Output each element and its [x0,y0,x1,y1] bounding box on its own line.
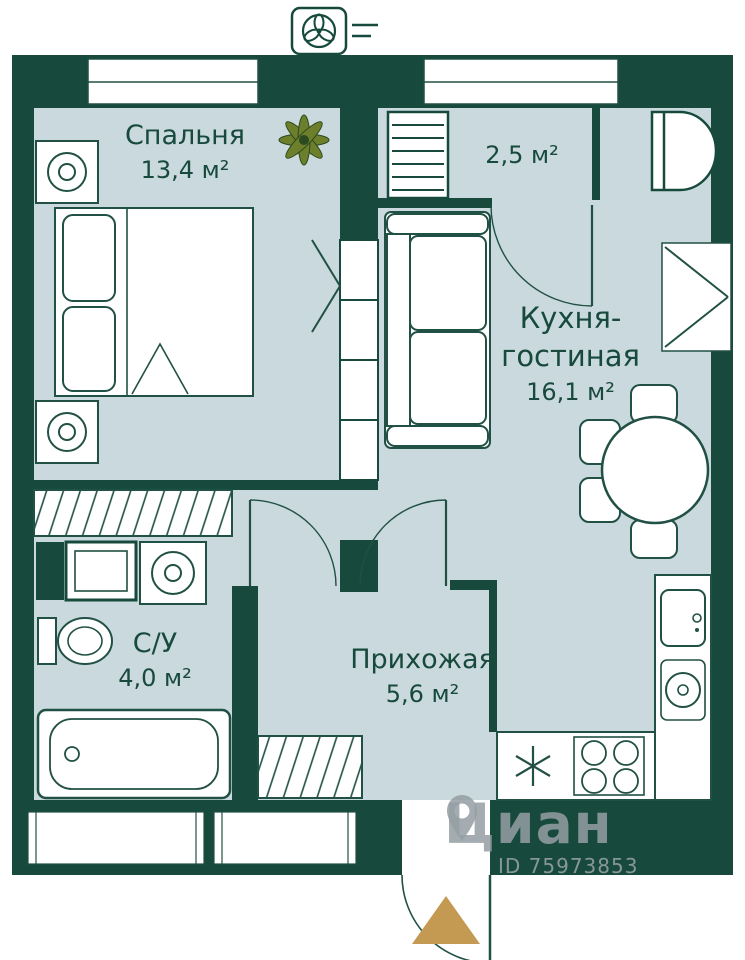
vent-shaft [386,110,450,200]
sink-star-symbol [515,746,551,786]
corner-fixture [650,110,718,192]
bathroom-fixtures [36,540,232,800]
kitchen-sink [660,589,706,647]
bathroom-door [248,499,337,587]
bathroom-sink [64,540,138,602]
dining-table [600,415,710,525]
storage-room-door [490,204,594,307]
chair [630,519,678,559]
nightstand-bottom [35,400,99,464]
stove [573,736,645,796]
dining-set [579,384,710,559]
nightstand-top [35,140,99,204]
plant-icon [278,114,330,166]
kitchen-door [359,499,448,587]
closet-column [339,239,379,481]
bed [54,207,254,397]
entry-direction-arrow [412,896,480,944]
appliance-circle [660,659,706,721]
sofa [384,211,491,449]
washing-machine [139,541,207,605]
wardrobe-hatched-bathroom [33,489,233,537]
wardrobe-hatched-hallway [257,735,363,799]
window-kitchen [423,58,619,105]
door-swings [248,204,594,587]
vanity-counter [36,542,64,600]
bathtub [36,708,232,800]
bedroom-door-mark [311,239,341,333]
window-bedroom [87,58,259,105]
entry-door [401,800,492,960]
kitchen-counter [496,574,712,801]
balcony-window [661,242,732,352]
fan-icon [290,6,378,56]
bottom-wall-panel-right [213,811,357,865]
bottom-wall-panel-left [27,811,205,865]
toilet [37,617,113,665]
